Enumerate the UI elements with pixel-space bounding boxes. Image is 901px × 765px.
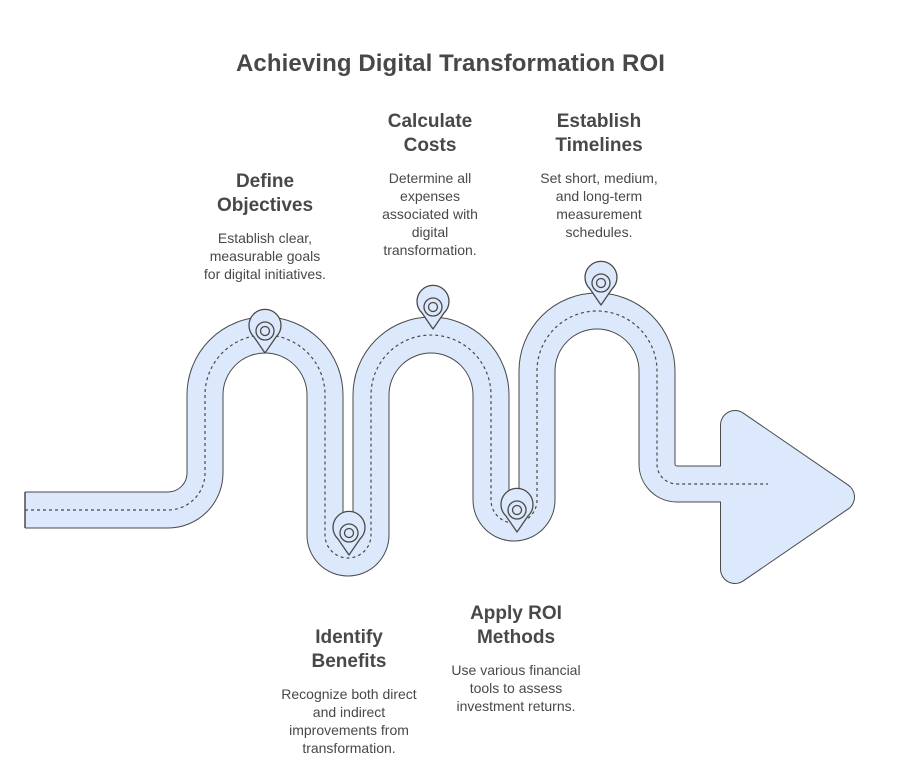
step-description: Establish clear, measurable goals for di… (203, 230, 327, 282)
road-fill (25, 293, 770, 576)
step-identify-benefits: Identify Benefits Recognize both direct … (264, 626, 434, 757)
step-title: Apply ROI Methods (470, 603, 562, 648)
step-calculate-costs: Calculate Costs Determine all expenses a… (355, 110, 505, 259)
pin-icon-establish-timelines (584, 260, 618, 306)
diagram-title: Achieving Digital Transformation ROI (236, 50, 665, 77)
step-description: Recognize both direct and indirect impro… (281, 686, 417, 756)
step-title: Identify Benefits (311, 627, 387, 672)
step-title: Calculate Costs (387, 111, 473, 156)
pin-icon-apply-roi-methods (500, 487, 534, 533)
step-apply-roi-methods: Apply ROI Methods Use various financial … (434, 602, 598, 715)
step-description: Set short, medium, and long-term measure… (540, 170, 658, 240)
road-center-line (25, 310, 768, 559)
step-description: Use various financial tools to assess in… (451, 662, 581, 714)
pin-icon-identify-benefits (332, 510, 366, 556)
pin-icon-calculate-costs (416, 284, 450, 330)
step-establish-timelines: Establish Timelines Set short, medium, a… (520, 110, 678, 241)
step-title: Define Objectives (216, 171, 314, 216)
step-title: Establish Timelines (555, 111, 643, 156)
step-description: Determine all expenses associated with d… (382, 170, 478, 258)
pin-icon-define-objectives (248, 308, 282, 354)
arrow-head (721, 411, 854, 583)
step-define-objectives: Define Objectives Establish clear, measu… (185, 170, 345, 283)
